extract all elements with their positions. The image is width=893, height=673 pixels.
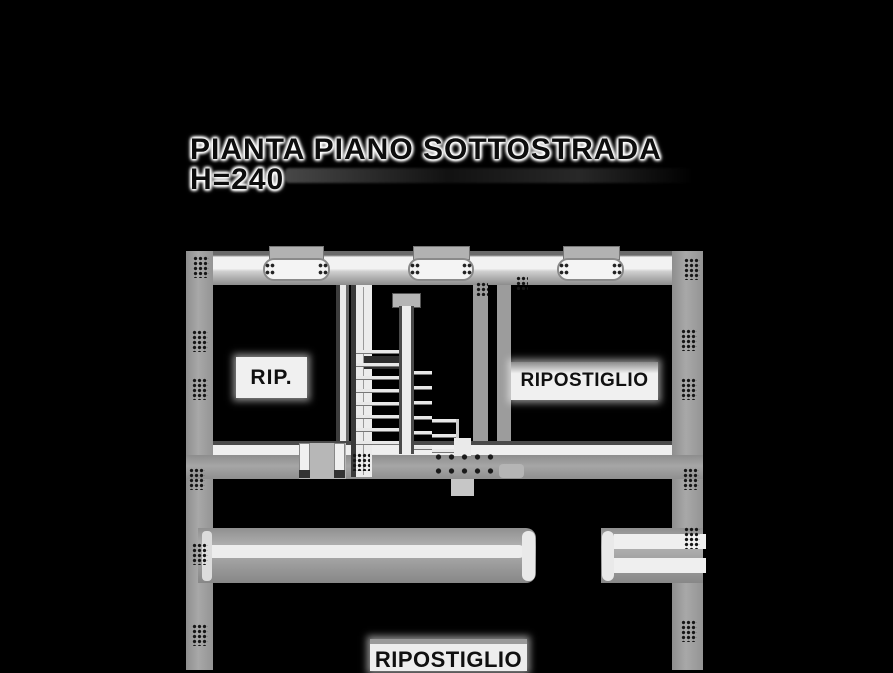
- lower-wall-end-cap: [522, 531, 535, 581]
- wall-joint-mark: [476, 282, 488, 296]
- wall-tick-mark: [684, 527, 700, 549]
- room-label-ripostiglio-bottom: RIPOSTIGLIO: [370, 639, 527, 672]
- plan-height-note: H=240: [190, 163, 285, 196]
- lower-wall-cavity: [203, 545, 525, 558]
- room-label-rip: RIP.: [236, 357, 307, 398]
- room-label-ripostiglio-right: RIPOSTIGLIO: [511, 362, 658, 400]
- wall-tick-mark: [681, 620, 697, 642]
- lower-wall-end-cap: [602, 531, 614, 581]
- corridor-opening-step: [451, 479, 474, 496]
- corner-hatch-mark: [193, 256, 209, 278]
- wall-tick-mark: [189, 468, 205, 490]
- window: [263, 258, 330, 281]
- wall-tick-mark: [683, 468, 699, 490]
- hatch-dots: [432, 450, 496, 480]
- room-label-ripostiglio-bottom-text: RIPOSTIGLIO: [374, 647, 523, 672]
- wall-stairhall-right-b: [497, 285, 511, 456]
- wall-tick-mark: [192, 330, 208, 352]
- wall-rip-divider: [336, 285, 349, 443]
- wall-tick-mark: [192, 624, 208, 646]
- lower-wall-cavity: [614, 534, 706, 549]
- wall-tick-mark: [192, 378, 208, 400]
- wall-tick-mark: [192, 543, 208, 565]
- window: [557, 258, 624, 281]
- plan-title: PIANTA PIANO SOTTOSTRADA: [190, 133, 662, 166]
- window-end-mark: [318, 262, 328, 276]
- door-jamb-foot: [334, 470, 345, 478]
- wall-tick-mark: [681, 378, 697, 400]
- lower-wall-cavity: [614, 558, 706, 573]
- door-jamb-foot: [299, 470, 310, 478]
- window-end-mark: [410, 262, 420, 276]
- stair-steps-left-flight: [356, 350, 399, 455]
- window-end-mark: [265, 262, 275, 276]
- stair-side-edge: [351, 285, 356, 477]
- corner-hatch-mark: [684, 258, 700, 280]
- stair-steps-bottom-edge: [456, 419, 459, 455]
- window: [408, 258, 474, 281]
- room-label-ripostiglio-right-text: RIPOSTIGLIO: [520, 370, 649, 391]
- wall-stairhall-right-a: [473, 285, 488, 456]
- wall-tick-mark: [681, 329, 697, 351]
- stair-base-mark: [352, 453, 370, 471]
- wall-joint-mark: [516, 276, 528, 290]
- stair-center-rail: [399, 306, 414, 454]
- window-end-mark: [462, 262, 472, 276]
- window-end-mark: [612, 262, 622, 276]
- room-label-rip-text: RIP.: [250, 365, 293, 389]
- corridor-threshold: [499, 464, 524, 478]
- window-end-mark: [559, 262, 569, 276]
- title-underline-smear: [285, 168, 693, 183]
